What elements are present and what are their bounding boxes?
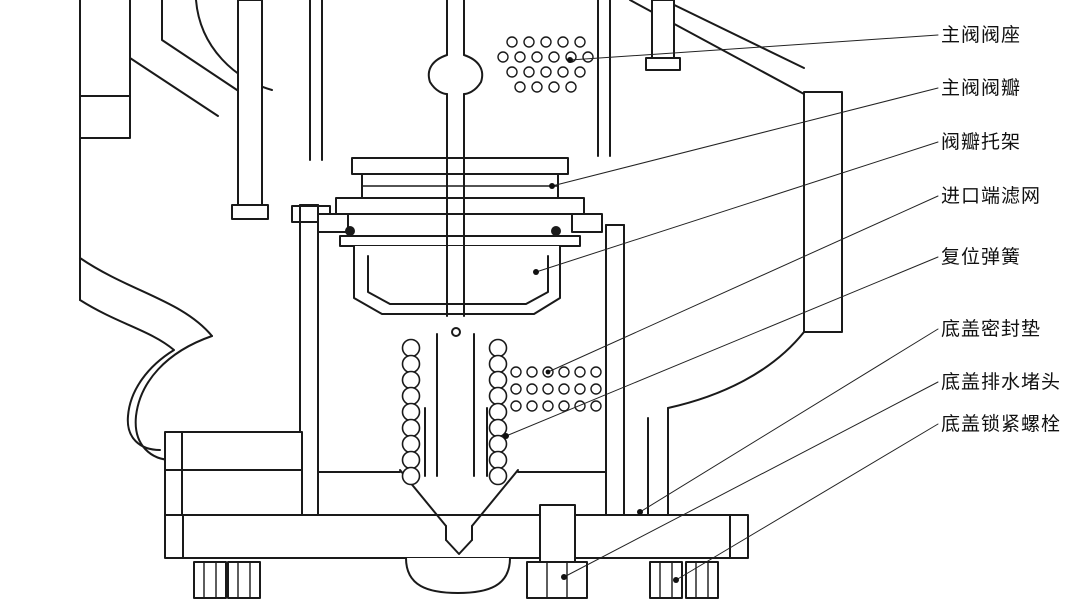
part-label-bottom-locking-bolt: 底盖锁紧螺栓 <box>941 413 1062 435</box>
part-label-main-valve-disc: 主阀阀瓣 <box>941 77 1022 99</box>
leader-dots <box>503 57 679 583</box>
valve-body-left <box>80 0 272 515</box>
valve-stem <box>425 0 487 476</box>
return-spring-coils <box>403 340 507 485</box>
inlet-strainer-holes <box>511 367 601 411</box>
valve-seat-holes <box>498 37 593 92</box>
bottom-bolts <box>194 505 718 598</box>
disc-bracket <box>340 236 580 336</box>
part-label-bottom-drain-plug: 底盖排水堵头 <box>941 371 1062 393</box>
part-label-inlet-strainer: 进口端滤网 <box>941 185 1042 207</box>
part-label-bottom-cover-gasket: 底盖密封垫 <box>941 318 1042 340</box>
part-label-main-valve-seat: 主阀阀座 <box>941 24 1022 46</box>
right-flange <box>630 0 842 515</box>
upper-chamber-walls <box>232 0 610 222</box>
part-label-return-spring: 复位弹簧 <box>941 246 1022 268</box>
main-valve-disc-assembly <box>318 158 602 236</box>
part-label-disc-bracket: 阀瓣托架 <box>941 131 1022 153</box>
leader-lines <box>506 35 938 580</box>
